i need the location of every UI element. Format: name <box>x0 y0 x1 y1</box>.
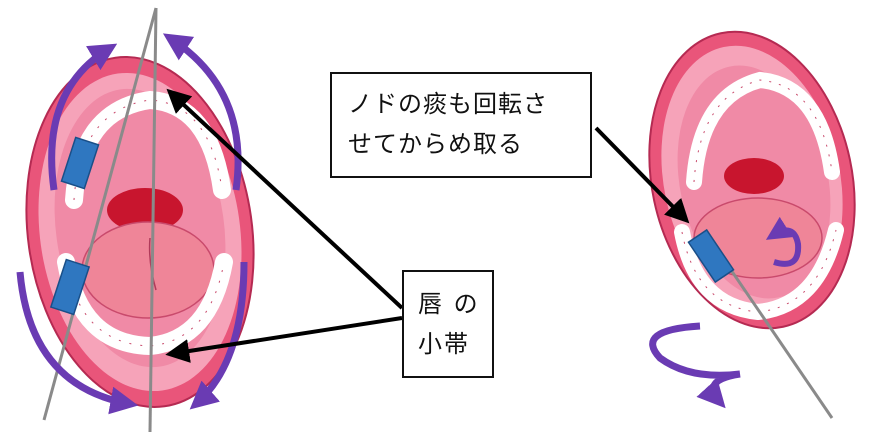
right-throat <box>724 158 784 194</box>
throat-label-line-1: ノドの痰も回転さ <box>348 90 548 118</box>
pointer-arrow-upper-frenulum <box>166 88 404 310</box>
left-swab-stick <box>148 7 158 433</box>
lip-frenulum-label: 唇 の 小帯 <box>402 270 494 378</box>
right-mouth-illustration <box>648 30 856 419</box>
left-tongue <box>81 221 215 319</box>
throat-phlegm-label: ノドの痰も回転さ せてからめ取る <box>330 72 592 178</box>
pointer-arrow-lower-frenulum <box>165 316 403 363</box>
right-rotation-arrow-tongue <box>765 216 802 267</box>
left-rotation-arrow-lower-left <box>16 271 139 415</box>
left-rotation-arrow-upper-right <box>162 33 242 191</box>
pointer-arrows <box>165 88 690 363</box>
left-throat <box>107 188 183 232</box>
frenulum-label-line-2: 小帯 <box>418 330 470 358</box>
left-swab-sponge-lower <box>49 258 91 316</box>
left-swab-sponge-upper <box>60 136 100 190</box>
throat-label-line-2: せてからめ取る <box>348 130 523 158</box>
right-swab-stick <box>714 247 834 419</box>
frenulum-label-line-1: 唇 の <box>418 290 480 318</box>
left-mouth-illustration <box>16 7 255 433</box>
pointer-arrow-throat <box>594 126 690 224</box>
left-rotation-arrow-upper-left <box>48 43 118 191</box>
right-swab-sponge <box>687 228 735 284</box>
left-rotation-arrow-lower-right <box>189 261 248 410</box>
right-rotation-arrow-bottom <box>649 322 741 409</box>
